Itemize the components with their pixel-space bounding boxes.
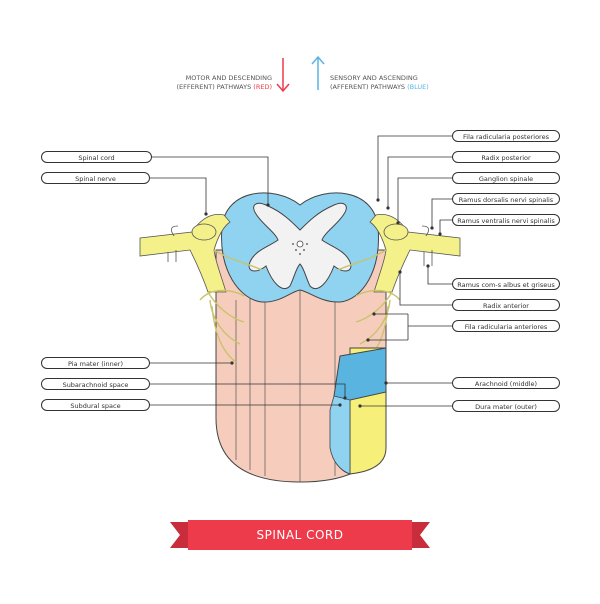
motor-legend-color: (RED) <box>253 83 272 91</box>
sensory-legend-pathways: (AFFERENT) PATHWAYS <box>330 83 406 91</box>
sensory-legend-line2: (AFFERENT) PATHWAYS (BLUE) <box>330 83 460 92</box>
right-leader-dots <box>358 198 442 408</box>
motor-legend-pathways: (EFFERENT) PATHWAYS <box>176 83 252 91</box>
label-ganglion-spinale: Ganglion spinale <box>452 172 560 184</box>
left-ganglion <box>191 223 217 241</box>
diagram-title: SPINAL CORD <box>256 528 344 542</box>
pia-layer <box>329 395 351 475</box>
left-ramus-com <box>167 250 177 262</box>
label-ramus-communicans: Ramus com-s albus et griseus <box>452 278 560 290</box>
left-leader-dots <box>204 203 347 407</box>
label-arachnoid: Arachnoid (middle) <box>452 377 560 389</box>
label-fila-radicularia-anteriores: Fila radicularia anteriores <box>452 320 560 332</box>
label-ramus-ventralis: Ramus ventralis nervi spinalis <box>452 214 560 226</box>
right-ramus-dorsal <box>421 225 430 237</box>
label-spinal-cord: Spinal cord <box>41 151 152 163</box>
sensory-legend-color: (BLUE) <box>407 83 429 91</box>
label-ramus-dorsalis: Ramus dorsalis nervi spinalis <box>452 193 560 205</box>
label-radix-posterior: Radix posterior <box>452 151 560 163</box>
label-dura-mater: Dura mater (outer) <box>452 400 560 412</box>
right-ramus-com <box>423 250 433 266</box>
central-canal <box>296 240 304 248</box>
grey-commissure-dots <box>292 243 308 255</box>
ascending-arrow-icon <box>311 55 325 90</box>
sensory-legend-line1: SENSORY AND ASCENDING <box>330 74 418 82</box>
label-fila-radicularia-posteriores: Fila radicularia posteriores <box>452 130 560 142</box>
label-pia-mater: Pia mater (inner) <box>41 357 150 369</box>
right-leader-lines <box>360 135 452 407</box>
descending-arrow-icon <box>276 58 290 93</box>
motor-legend-line2: (EFFERENT) PATHWAYS (RED) <box>150 83 272 92</box>
motor-legend-line1: MOTOR AND DESCENDING <box>185 74 272 82</box>
left-fila-anteriores <box>199 249 263 363</box>
label-spinal-nerve: Spinal nerve <box>41 172 150 184</box>
label-subarachnoid-space: Subarachnoid space <box>41 378 150 390</box>
motor-legend: MOTOR AND DESCENDING (EFFERENT) PATHWAYS… <box>150 74 272 92</box>
sensory-legend: SENSORY AND ASCENDING (AFFERENT) PATHWAY… <box>330 74 460 92</box>
label-subdural-space: Subdural space <box>41 399 150 411</box>
right-ganglion <box>383 223 409 241</box>
label-radix-anterior: Radix anterior <box>452 299 560 311</box>
left-leader-lines <box>150 156 346 406</box>
left-ramus-dorsal <box>170 225 179 237</box>
title-banner <box>170 520 430 550</box>
